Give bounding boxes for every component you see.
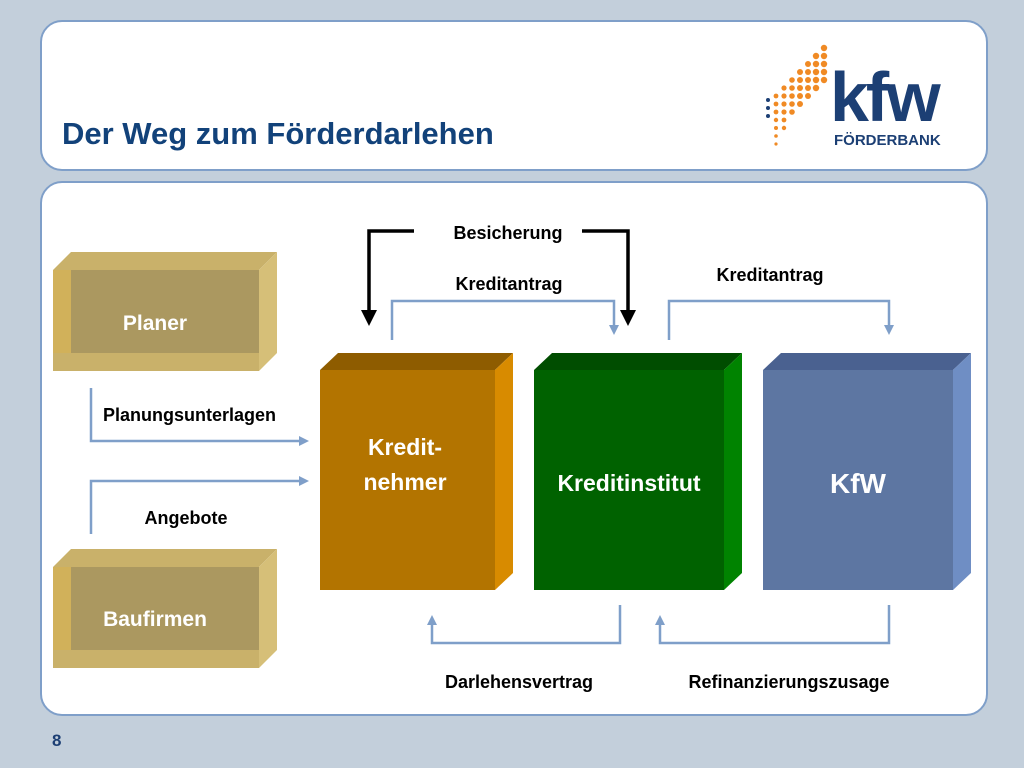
header-panel [40,20,988,171]
kreditantrag-2-connector [667,299,894,340]
baufirmen-box: Baufirmen [53,549,277,668]
besicherung-connector [361,229,636,326]
refinanzierungszusage-label: Refinanzierungszusage [688,672,889,692]
besicherung-label: Besicherung [453,223,562,243]
planer-label: Planer [123,312,187,335]
darlehensvertrag-connector [427,605,622,645]
planungsunterlagen-label: Planungsunterlagen [103,405,276,425]
kreditinstitut-box: Kreditinstitut [534,353,742,590]
kreditnehmer-box: Kredit- nehmer [320,353,513,590]
page-number: 8 [52,731,62,750]
angebote-label: Angebote [145,508,228,528]
kfw-label: KfW [830,468,887,499]
darlehensvertrag-label: Darlehensvertrag [445,672,593,692]
kfw-logo-dots-icon [766,44,828,146]
baufirmen-label: Baufirmen [103,608,207,631]
angebote-connector [89,476,309,534]
planungsunterlagen-connector [89,388,309,446]
kreditantrag-1-label: Kreditantrag [455,274,562,294]
kreditnehmer-label-line2: nehmer [363,469,446,495]
kfw-logo-subtitle: FÖRDERBANK [834,132,941,149]
refinanzierungszusage-connector [655,605,891,645]
kfw-logo-wordmark: kfw [830,58,941,136]
kreditantrag-2-label: Kreditantrag [716,265,823,285]
kreditantrag-1-connector [390,299,619,340]
kfw-box: KfW [763,353,971,590]
kreditinstitut-label: Kreditinstitut [557,470,700,496]
planer-box: Planer [53,252,277,371]
slide-title: Der Weg zum Förderdarlehen [62,116,494,151]
kreditnehmer-label-line1: Kredit- [368,434,442,460]
